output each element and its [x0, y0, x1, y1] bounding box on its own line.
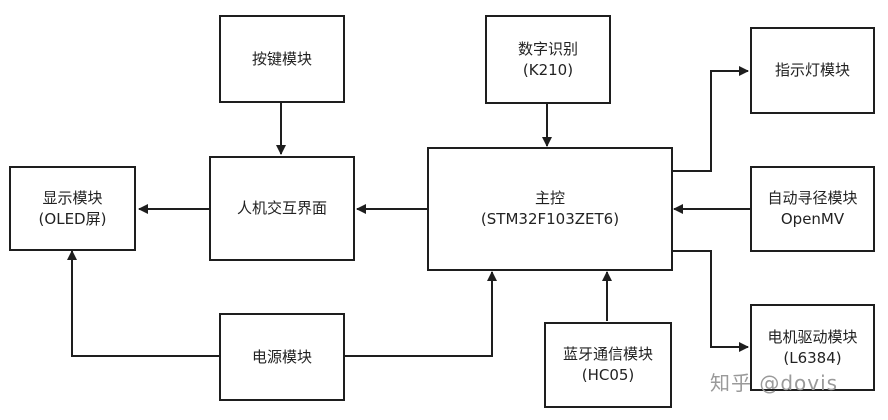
motor-driver-title: 电机驱动模块 [767, 327, 858, 346]
keypad-module-box: 按键模块 [219, 15, 345, 103]
bluetooth-module-title: 蓝牙通信模块 [562, 345, 653, 363]
tracking-module-title: 自动寻径模块 [767, 189, 858, 207]
mcu-sub: (STM32F103ZET6) [480, 210, 620, 228]
keypad-module-title: 按键模块 [251, 49, 312, 68]
hmi-box: 人机交互界面 [209, 156, 355, 261]
display-module-title: 显示模块 [42, 188, 103, 207]
bluetooth-module-sub: (HC05) [581, 366, 635, 384]
bluetooth-module-box: 蓝牙通信模块 (HC05) [544, 322, 672, 408]
watermark: 知乎 @dovis [710, 371, 839, 395]
digit-recognition-sub: (K210) [522, 60, 574, 79]
display-module-box: 显示模块 (OLED屏) [9, 166, 136, 251]
digit-recognition-box: 数字识别 (K210) [485, 15, 611, 104]
display-module-sub: (OLED屏) [38, 209, 107, 228]
power-module-title: 电源模块 [251, 347, 312, 366]
indicator-module-title: 指示灯模块 [774, 61, 850, 79]
motor-driver-box: 电机驱动模块 (L6384) [750, 304, 875, 391]
arrow-power-to-mcu [345, 271, 497, 357]
tracking-module-sub: OpenMV [780, 210, 845, 228]
tracking-module-box: 自动寻径模块 OpenMV [750, 166, 875, 252]
power-module-box: 电源模块 [219, 313, 345, 401]
hmi-title: 人机交互界面 [236, 199, 327, 217]
mcu-box: 主控 (STM32F103ZET6) [427, 147, 673, 271]
indicator-module-box: 指示灯模块 [750, 27, 875, 114]
arrow-power-to-display [67, 250, 219, 357]
mcu-title: 主控 [534, 189, 565, 207]
motor-driver-sub: (L6384) [783, 348, 842, 367]
arrow-mcu-to-indicator [673, 66, 749, 172]
arrow-mcu-to-motor [673, 250, 749, 352]
digit-recognition-title: 数字识别 [517, 39, 578, 58]
